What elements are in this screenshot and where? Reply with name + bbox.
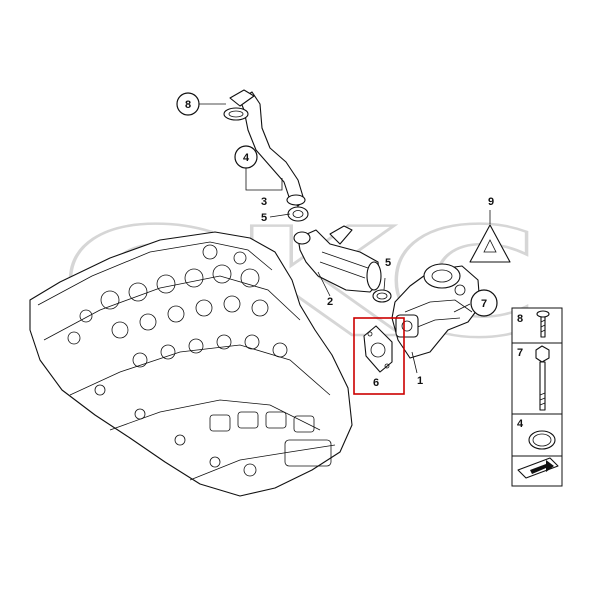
svg-text:9: 9: [488, 196, 494, 208]
leader-lines: [198, 103, 491, 374]
callout-2: 2: [327, 296, 333, 308]
callout-7: 7: [470, 289, 498, 317]
legend-panel: 8 7 4: [511, 307, 563, 487]
callout-8: 8: [176, 92, 200, 116]
callout-5-lower: 5: [385, 257, 391, 269]
egr-pipe: [229, 89, 306, 207]
svg-text:7: 7: [481, 298, 487, 310]
legend-item-arrow-plate: [517, 457, 559, 479]
pipe-clamp-top: [223, 107, 249, 121]
legend-item-o-ring: 4: [517, 418, 556, 450]
clamp-upper: [287, 206, 309, 222]
legend-item-bolt: 8: [517, 310, 550, 338]
cylinder-head: [29, 231, 353, 497]
svg-text:8: 8: [185, 99, 191, 111]
callout-6: 6: [373, 377, 379, 389]
callout-5-upper: 5: [261, 212, 267, 224]
svg-text:7: 7: [517, 347, 523, 359]
callout-3: 3: [261, 196, 267, 208]
legend-item-hex-bolt: 7: [517, 345, 550, 411]
egr-valve: [391, 263, 481, 359]
svg-text:4: 4: [243, 152, 250, 164]
svg-text:5: 5: [261, 212, 267, 224]
gasket: [363, 325, 393, 373]
svg-text:2: 2: [327, 296, 333, 308]
clamp-lower: [372, 289, 392, 303]
svg-text:5: 5: [385, 257, 391, 269]
svg-text:3: 3: [261, 196, 267, 208]
svg-text:6: 6: [373, 377, 379, 389]
callout-1: 1: [417, 375, 423, 387]
gasket-highlight-box: [353, 317, 405, 395]
svg-text:4: 4: [517, 418, 524, 430]
warning-label: [469, 224, 511, 263]
svg-text:1: 1: [417, 375, 423, 387]
egr-cooler: [293, 225, 382, 293]
svg-text:8: 8: [517, 313, 523, 325]
callout-4: 4: [234, 145, 258, 169]
callout-9: 9: [488, 196, 494, 208]
